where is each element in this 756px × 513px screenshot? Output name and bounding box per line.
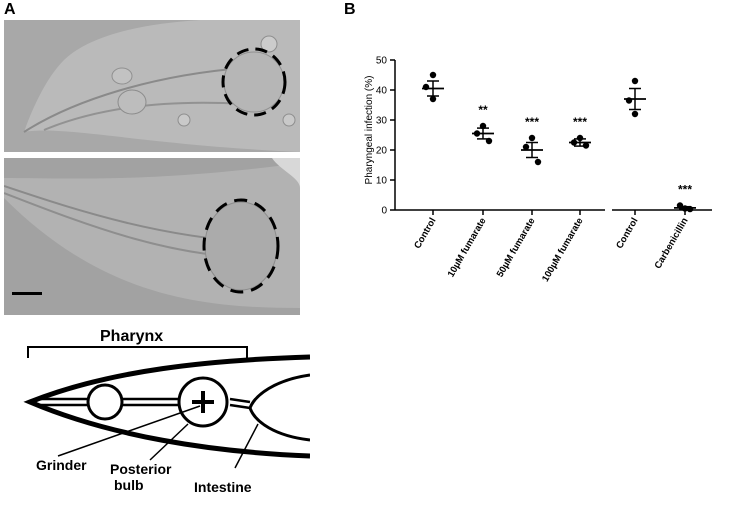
micrograph-top — [4, 20, 300, 152]
data-point — [576, 134, 584, 142]
panel-label-b: B — [344, 1, 356, 18]
pharynx-diagram — [23, 346, 310, 469]
data-point — [676, 202, 684, 209]
data-point — [479, 122, 487, 130]
data-point — [582, 142, 590, 149]
data-point — [522, 143, 530, 151]
pharynx-bracket — [27, 346, 248, 358]
data-point — [534, 158, 542, 166]
x-tick-label: Control — [614, 216, 640, 251]
posterior-bulb-label-1: Posterior — [110, 461, 172, 477]
data-point — [485, 137, 493, 145]
y-axis-label: Pharyngeal infection (%) — [364, 76, 375, 185]
anterior-bulb — [86, 383, 124, 421]
grinder-label: Grinder — [36, 457, 87, 473]
y-tick-label: 0 — [381, 206, 387, 217]
intestine-label: Intestine — [194, 479, 252, 495]
data-point — [681, 205, 689, 212]
y-tick-label: 30 — [376, 116, 388, 127]
pharynx-label: Pharynx — [100, 328, 164, 345]
data-point — [570, 139, 578, 146]
data-point — [631, 77, 639, 85]
data-point — [686, 205, 694, 213]
data-point — [625, 97, 633, 104]
data-point — [422, 83, 430, 91]
y-tick-label: 10 — [376, 176, 388, 187]
significance-label: *** — [525, 115, 539, 129]
posterior-bulb-label-2: bulb — [114, 477, 144, 493]
data-point — [429, 71, 437, 79]
significance-label: *** — [678, 183, 692, 197]
data-point — [631, 110, 639, 118]
y-tick-label: 50 — [376, 56, 388, 67]
significance-label: ** — [478, 103, 488, 117]
x-tick-label: 50µM fumarate — [495, 216, 538, 279]
x-tick-label: Control — [412, 216, 438, 251]
body-outline — [23, 354, 310, 459]
micrograph-bottom — [4, 158, 300, 315]
significance-label: *** — [573, 115, 587, 129]
x-tick-label: 100µM fumarate — [540, 216, 586, 284]
x-tick-label: 10µM fumarate — [446, 216, 489, 279]
intestine-outline — [248, 373, 310, 442]
x-tick-label: Carbenicillin — [653, 216, 691, 271]
data-point — [528, 134, 536, 142]
data-point — [473, 130, 481, 137]
panel-label-a: A — [4, 1, 16, 18]
data-point — [429, 95, 437, 103]
y-tick-label: 20 — [376, 146, 388, 157]
y-tick-label: 40 — [376, 86, 388, 97]
